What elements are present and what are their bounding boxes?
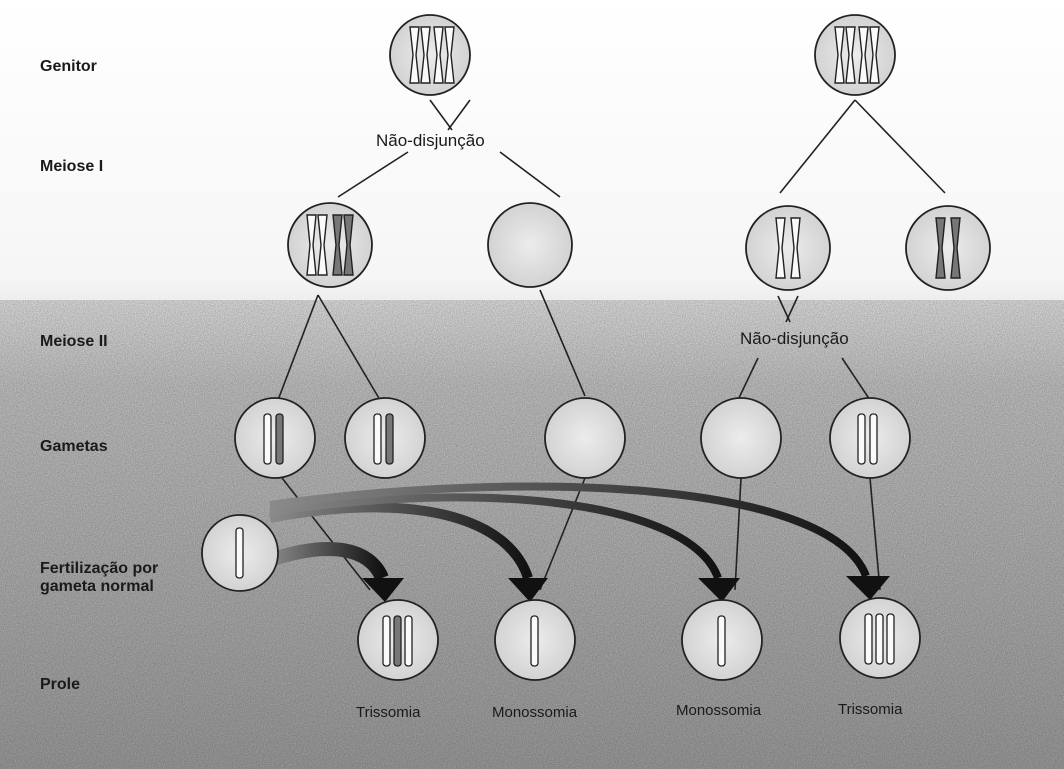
label-fertilizacao-line-2: gameta normal	[40, 578, 154, 595]
parent-cell-right	[814, 14, 896, 96]
outcome-label-4: Trissomia	[838, 701, 903, 718]
label-prole: Prole	[40, 676, 81, 693]
outcome-label-1: Trissomia	[356, 704, 421, 721]
offspring-monosomy-1	[494, 599, 576, 681]
gamete-4-empty	[700, 397, 782, 479]
label-meiose-i: Meiose I	[40, 158, 104, 175]
offspring-trisomy-1	[357, 599, 439, 681]
parent-cell-left	[389, 14, 471, 96]
meiosis-i-cell-2-empty	[487, 202, 573, 288]
label-nondisjunction-meiosis-i: Não-disjunção	[376, 131, 485, 150]
gamete-3-empty	[544, 397, 626, 479]
offspring-trisomy-2	[839, 597, 921, 679]
offspring-monosomy-2	[681, 599, 763, 681]
arrow-to-offspring-2	[269, 502, 533, 580]
arrow-to-offspring-4	[269, 482, 870, 578]
label-genitor: Genitor	[40, 58, 97, 75]
gamete-1	[234, 397, 316, 479]
outcome-label-2: Monossomia	[492, 704, 578, 721]
arrow-to-offspring-1	[267, 542, 389, 582]
meiosis-i-cell-3	[745, 205, 831, 291]
label-fertilizacao: Fertilização por gameta normal	[40, 560, 158, 596]
meiosis-i-cell-1	[287, 202, 373, 288]
outcome-label-3: Monossomia	[676, 702, 762, 719]
lineage-lines	[277, 99, 946, 591]
label-nondisjunction-meiosis-ii: Não-disjunção	[740, 329, 849, 348]
gamete-2	[344, 397, 426, 479]
fertilization-arrows	[267, 482, 890, 602]
background-grain	[0, 300, 1064, 769]
label-fertilizacao-line-1: Fertilização por	[40, 560, 159, 577]
label-gametas: Gametas	[40, 438, 108, 455]
normal-gamete	[201, 514, 279, 592]
gamete-5	[829, 397, 911, 479]
label-meiose-ii: Meiose II	[40, 333, 108, 350]
meiosis-i-cell-4	[905, 205, 991, 291]
arrow-to-offspring-3	[269, 493, 722, 580]
